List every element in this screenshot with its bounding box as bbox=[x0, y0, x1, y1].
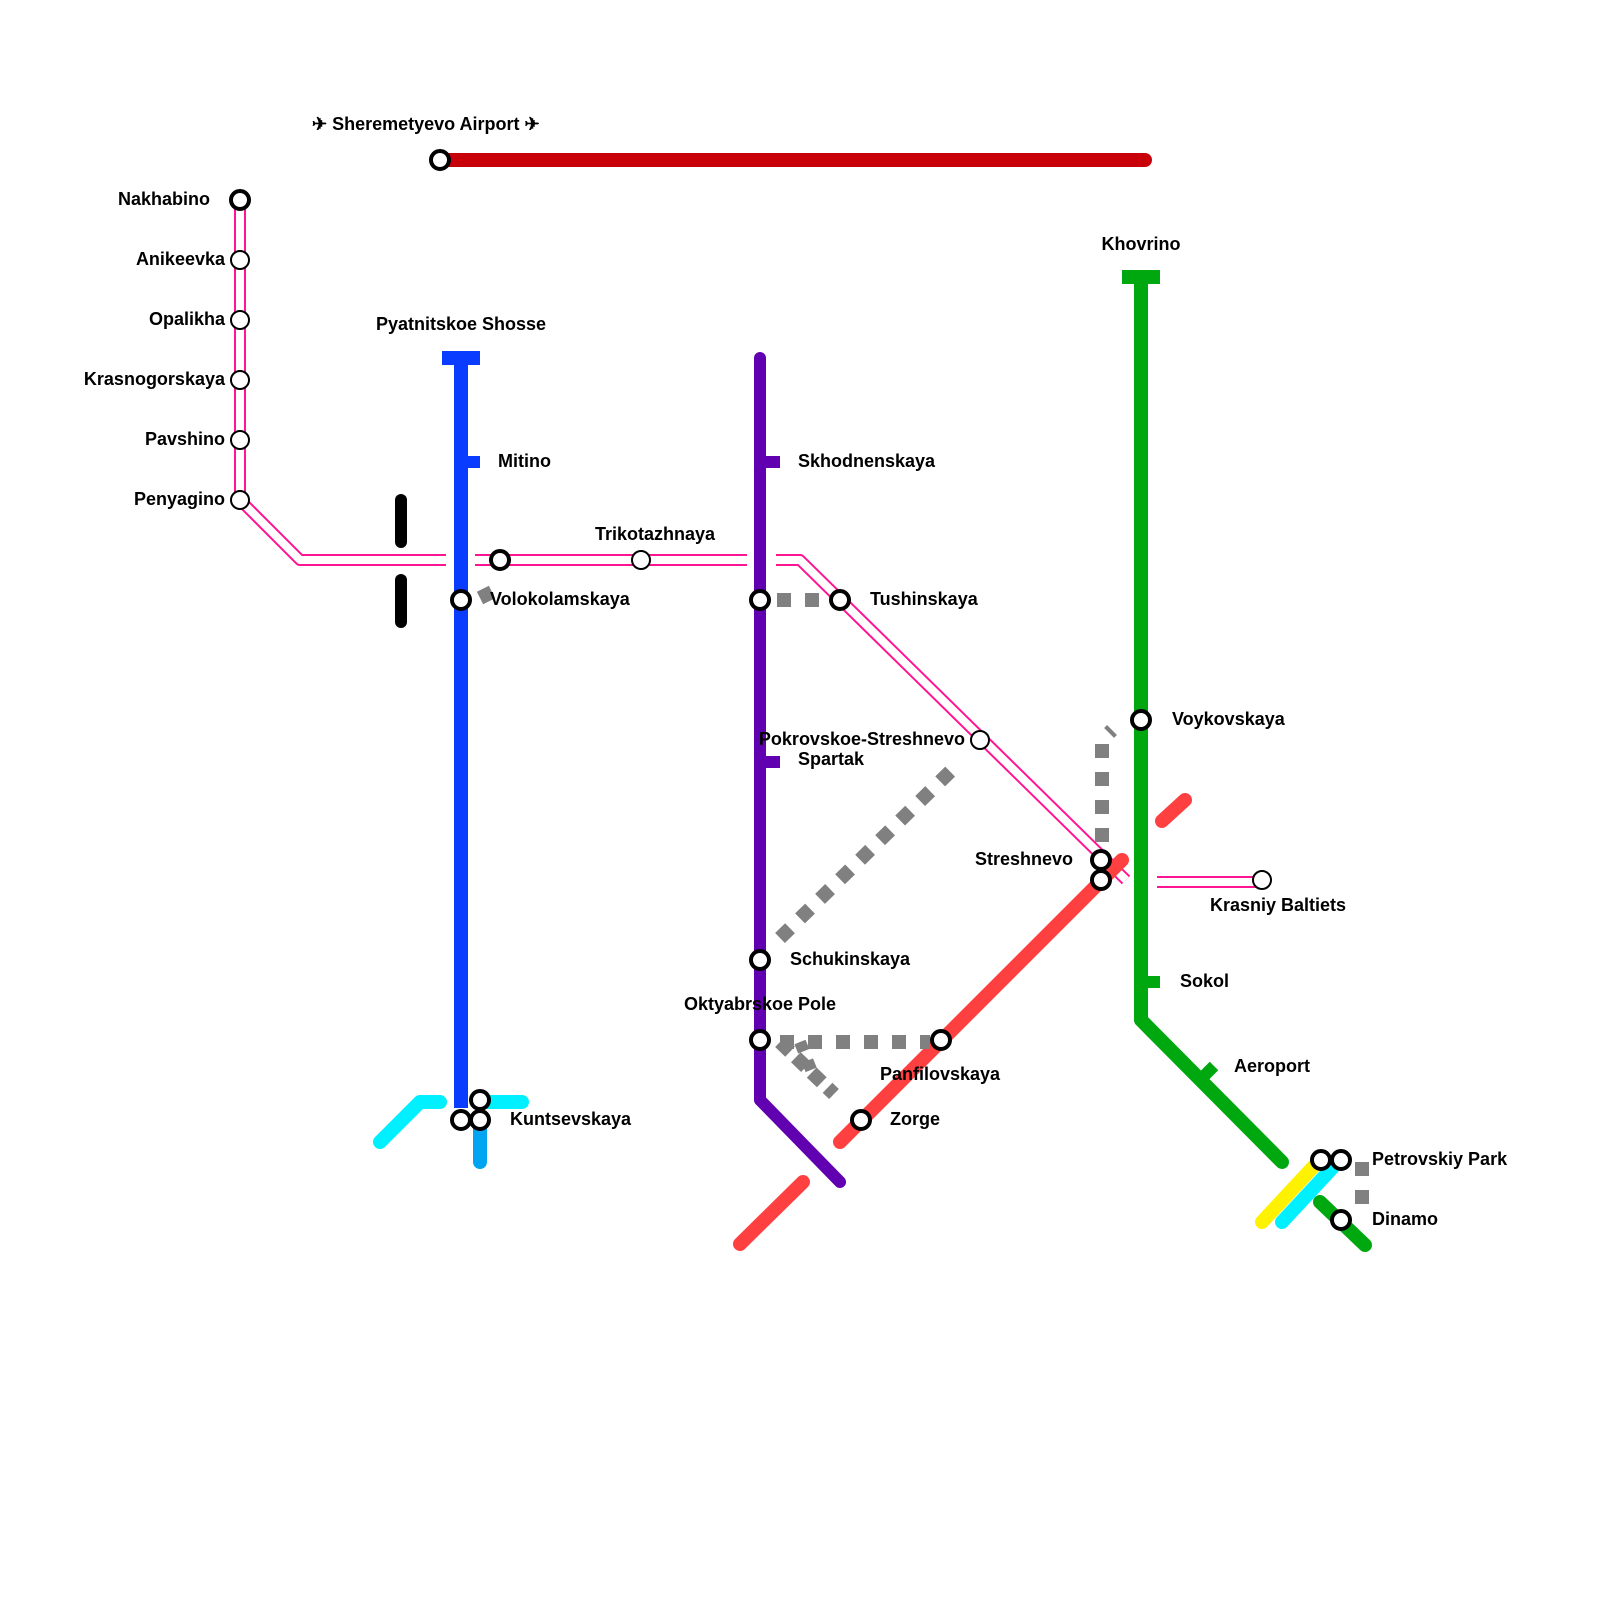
station-volokolamskaya[interactable] bbox=[450, 589, 472, 611]
label-volokolamskaya: Volokolamskaya bbox=[490, 589, 631, 609]
label-khovrino: Khovrino bbox=[1102, 234, 1181, 254]
label-dinamo: Dinamo bbox=[1372, 1209, 1438, 1229]
station-tushinskaya-purple[interactable] bbox=[749, 589, 771, 611]
station-zorge[interactable] bbox=[850, 1109, 872, 1131]
station-krasniy[interactable] bbox=[1252, 870, 1272, 890]
label-spartak: Spartak bbox=[798, 749, 865, 769]
station-markers bbox=[229, 149, 1352, 1231]
label-zorge: Zorge bbox=[890, 1109, 940, 1129]
station-kuntsevskaya-b[interactable] bbox=[450, 1109, 472, 1131]
station-kuntsevskaya-c[interactable] bbox=[469, 1109, 491, 1131]
station-streshnevo-a[interactable] bbox=[1090, 849, 1112, 871]
label-aeroport: Aeroport bbox=[1234, 1056, 1310, 1076]
label-penyagino: Penyagino bbox=[134, 489, 225, 509]
label-tushinskaya: Tushinskaya bbox=[870, 589, 979, 609]
label-panfilovskaya: Panfilovskaya bbox=[880, 1064, 1001, 1084]
station-pokrovskoe[interactable] bbox=[970, 730, 990, 750]
label-skhodnenskaya: Skhodnenskaya bbox=[798, 451, 936, 471]
red-line[interactable] bbox=[733, 793, 1192, 1251]
station-dinamo[interactable] bbox=[1330, 1209, 1352, 1231]
label-anikeevka: Anikeevka bbox=[136, 249, 226, 269]
label-mitino: Mitino bbox=[498, 451, 551, 471]
station-tushinskaya[interactable] bbox=[829, 589, 851, 611]
station-pavshino[interactable] bbox=[230, 430, 250, 450]
station-streshnevo-b[interactable] bbox=[1090, 869, 1112, 891]
green-line[interactable] bbox=[1122, 270, 1372, 1252]
label-oktyabrskoe: Oktyabrskoe Pole bbox=[684, 994, 836, 1014]
label-opalikha: Opalikha bbox=[149, 309, 226, 329]
station-mcd-volokolamskaya[interactable] bbox=[489, 549, 511, 571]
station-trikotazhnaya[interactable] bbox=[631, 550, 651, 570]
station-panfilovskaya[interactable] bbox=[930, 1029, 952, 1051]
station-kuntsevskaya-a[interactable] bbox=[469, 1089, 491, 1111]
label-schukinskaya: Schukinskaya bbox=[790, 949, 911, 969]
label-nakhabino: Nakhabino bbox=[118, 189, 210, 209]
station-oktyabrskoe[interactable] bbox=[749, 1029, 771, 1051]
station-penyagino[interactable] bbox=[230, 490, 250, 510]
label-krasniy: Krasniy Baltiets bbox=[1210, 895, 1346, 915]
station-petrovskiy-a[interactable] bbox=[1310, 1149, 1332, 1171]
station-voykovskaya[interactable] bbox=[1130, 709, 1152, 731]
label-trikotazhnaya: Trikotazhnaya bbox=[595, 524, 716, 544]
label-petrovskiy: Petrovskiy Park bbox=[1372, 1149, 1508, 1169]
station-petrovskiy-b[interactable] bbox=[1330, 1149, 1352, 1171]
label-krasnogorskaya: Krasnogorskaya bbox=[84, 369, 226, 389]
transfer-connectors bbox=[476, 585, 1369, 1205]
station-schukinskaya[interactable] bbox=[749, 949, 771, 971]
airport-label: ✈ Sheremetyevo Airport ✈ bbox=[312, 114, 540, 134]
label-sokol: Sokol bbox=[1180, 971, 1229, 991]
station-nakhabino[interactable] bbox=[229, 189, 251, 211]
label-kuntsevskaya: Kuntsevskaya bbox=[510, 1109, 632, 1129]
station-opalikha[interactable] bbox=[230, 310, 250, 330]
mcd-pink-line[interactable] bbox=[234, 200, 1262, 888]
station-krasnogorskaya[interactable] bbox=[230, 370, 250, 390]
station-labels: ✈ Sheremetyevo Airport ✈ Nakhabino Anike… bbox=[84, 114, 1508, 1229]
station-airport-start[interactable] bbox=[429, 149, 451, 171]
label-voykovskaya: Voykovskaya bbox=[1172, 709, 1286, 729]
label-streshnevo: Streshnevo bbox=[975, 849, 1073, 869]
label-pavshino: Pavshino bbox=[145, 429, 225, 449]
station-anikeevka[interactable] bbox=[230, 250, 250, 270]
label-pokrovskoe: Pokrovskoe-Streshnevo bbox=[759, 729, 965, 749]
blue-line[interactable] bbox=[442, 351, 480, 1108]
label-pyatnitskoe: Pyatnitskoe Shosse bbox=[376, 314, 546, 334]
yellow-line[interactable] bbox=[1255, 1158, 1322, 1229]
